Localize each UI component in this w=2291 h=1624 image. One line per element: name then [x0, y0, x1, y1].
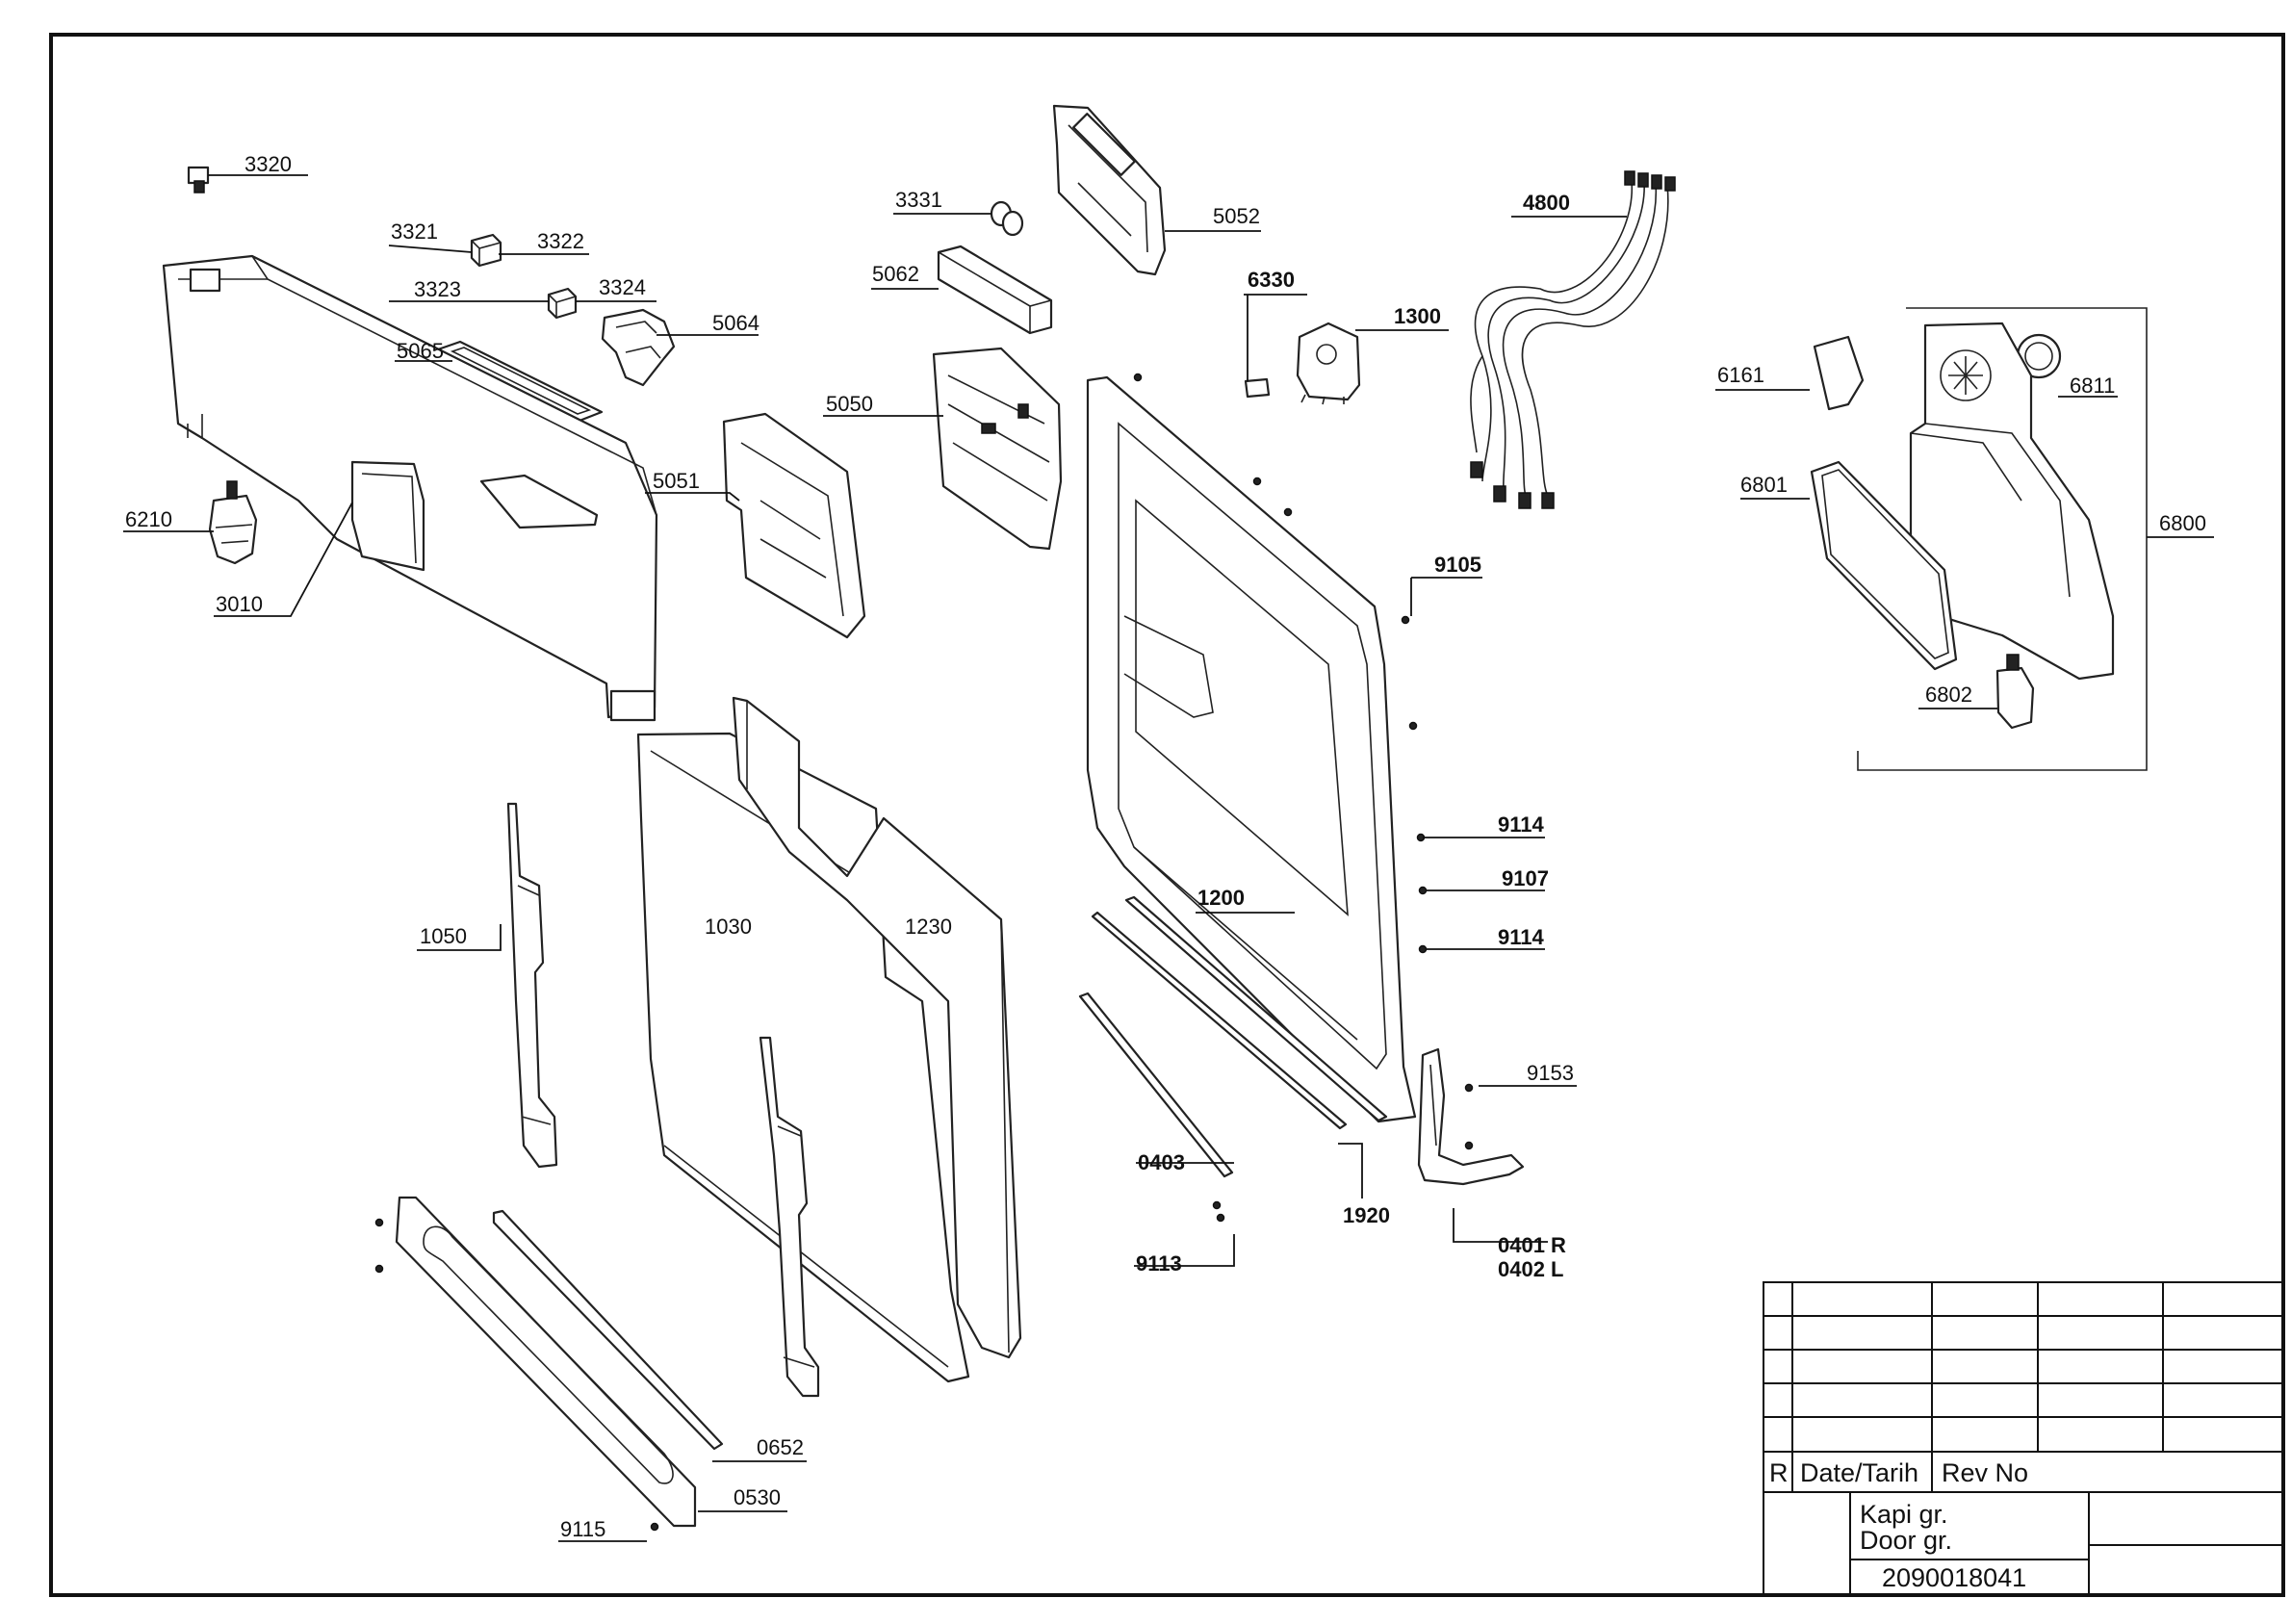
part-0652-strip: [492, 1209, 724, 1451]
part-label-9113: 9113: [1136, 1251, 1182, 1276]
part-label-3324: 3324: [599, 275, 646, 299]
drawing-number: 2090018041: [1882, 1563, 2026, 1592]
part-3320-switch: [187, 166, 210, 193]
part-4800-wiring-harness: [1470, 170, 1676, 509]
part-1920-strip: [1091, 895, 1388, 1130]
part-5050-pcb: [932, 347, 1063, 551]
part-1200-inner-door: [1086, 375, 1417, 1123]
part-label-6161: 6161: [1717, 363, 1764, 387]
part-label-3331: 3331: [895, 188, 942, 212]
part-6800-dispenser-group: [1810, 307, 2148, 771]
part-label-6802: 6802: [1925, 683, 1972, 707]
title-block-rev-marker: R: [1769, 1458, 1789, 1487]
part-label-1300: 1300: [1394, 304, 1441, 328]
part-1050-support: [506, 802, 558, 1169]
drawing-group-en: Door gr.: [1860, 1526, 1952, 1555]
title-block: R Date/Tarih Rev No Kapi gr. Door gr. 20…: [1763, 1281, 2284, 1596]
part-label-3323: 3323: [414, 277, 461, 301]
title-block-rev-header: Rev No: [1942, 1458, 2028, 1487]
part-label-5062: 5062: [872, 262, 919, 286]
title-block-date-header: Date/Tarih: [1800, 1458, 1918, 1487]
part-label-1230: 1230: [905, 915, 952, 939]
part-label-5065: 5065: [397, 339, 444, 363]
part-0530-kickplate: [395, 1196, 697, 1528]
part-label-3321: 3321: [391, 219, 438, 244]
part-3010-control-panel: [162, 254, 658, 722]
part-label-1050: 1050: [420, 924, 467, 948]
part-3323-relay: [547, 287, 578, 320]
part-1300-door-lock: [1296, 322, 1361, 405]
part-label-1200: 1200: [1197, 886, 1245, 910]
part-label-6800: 6800: [2159, 511, 2206, 535]
part-1230-insulation: [732, 696, 1022, 1359]
part-label-4800: 4800: [1523, 191, 1570, 215]
part-6330-clip: [1244, 377, 1271, 399]
part-label-0401-r: 0401 R: [1498, 1233, 1566, 1257]
part-0403-strip: [1078, 992, 1234, 1178]
part-support-right: [759, 1036, 820, 1398]
part-label-6330: 6330: [1248, 268, 1295, 292]
part-label-6811: 6811: [2070, 374, 2115, 398]
part-label-9107: 9107: [1502, 866, 1549, 890]
part-label-3010: 3010: [216, 592, 263, 616]
drawing-group-tr: Kapi gr.: [1860, 1500, 1948, 1529]
part-5051-bracket: [722, 412, 866, 639]
screws: [374, 373, 1474, 1532]
part-label-1920: 1920: [1343, 1203, 1390, 1227]
part-label-9115: 9115: [560, 1517, 605, 1541]
part-5052-bracket: [1052, 104, 1167, 276]
part-label-0530: 0530: [734, 1485, 781, 1509]
part-label-9114: 9114: [1498, 812, 1544, 837]
part-5062-bar: [937, 245, 1053, 335]
part-5064-bracket: [601, 308, 676, 387]
part-label-9153: 9153: [1527, 1061, 1574, 1085]
part-label-0652: 0652: [757, 1435, 804, 1459]
part-label-0403: 0403: [1138, 1150, 1185, 1174]
part-label-9114: 9114: [1498, 925, 1544, 949]
sheet-border: [49, 33, 2285, 1597]
part-label-3320: 3320: [245, 152, 292, 176]
part-3331-ferrite: [990, 200, 1024, 237]
part-label-3322: 3322: [537, 229, 584, 253]
part-0401-hinge: [1417, 1047, 1525, 1186]
part-label-5064: 5064: [712, 311, 759, 335]
part-6210-switch: [208, 480, 258, 565]
part-3321-relay: [470, 233, 502, 268]
part-label-5050: 5050: [826, 392, 873, 416]
leader-lines: [123, 174, 2214, 1542]
part-label-6210: 6210: [125, 507, 172, 531]
part-label-6801: 6801: [1740, 473, 1788, 497]
part-label-1030: 1030: [705, 915, 752, 939]
part-label-0402-l: 0402 L: [1498, 1257, 1564, 1281]
part-label-5052: 5052: [1213, 204, 1260, 228]
part-label-5051: 5051: [653, 469, 700, 493]
part-label-9105: 9105: [1434, 553, 1481, 577]
part-labels: 3320 3321 3322 3323 3324 5064 5065 6210 3010 3331…: [125, 152, 2206, 1541]
